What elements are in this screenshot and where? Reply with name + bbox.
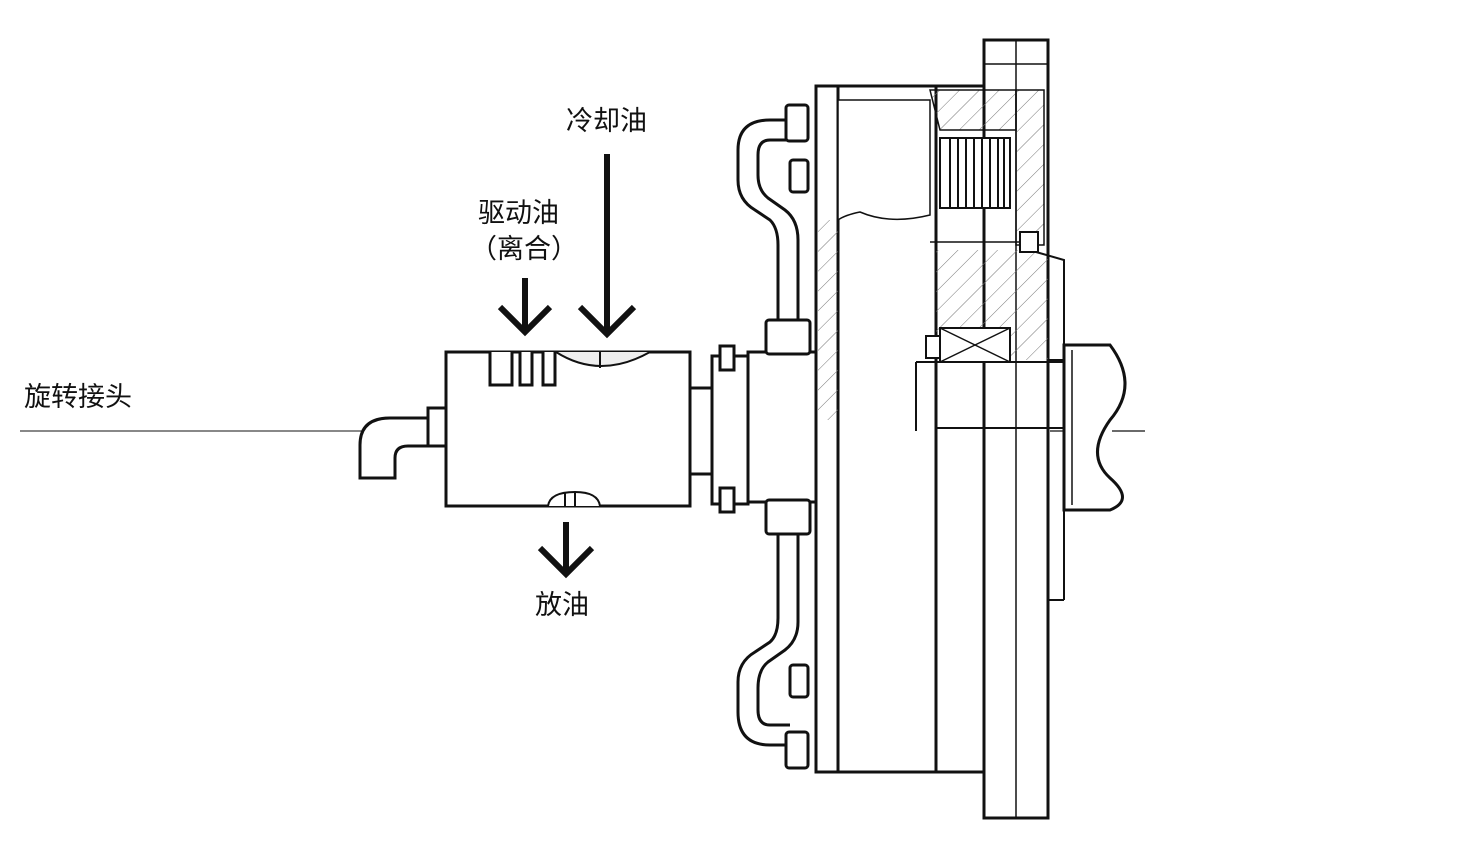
lower-oil-pipe: [736, 530, 800, 747]
upper-cross-section: [818, 89, 1065, 431]
drain-oil-arrow: [537, 522, 595, 579]
pipe-fittings: [764, 103, 812, 770]
swivel-joint-label: 旋转接头: [24, 382, 132, 413]
upper-oil-pipe: [736, 118, 800, 330]
cooling-oil-label: 冷却油: [566, 106, 647, 137]
output-shaft: [1062, 343, 1127, 512]
drive-oil-label: 驱动油: [478, 198, 559, 229]
drive-oil-clutch-label: （离合）: [470, 234, 578, 265]
drain-oil-label: 放油: [535, 590, 589, 621]
drive-oil-arrow: [497, 278, 553, 337]
cooling-oil-arrow: [577, 154, 637, 339]
connecting-shaft: [688, 344, 818, 514]
swivel-elbow-pipe: [358, 406, 448, 480]
swivel-joint-body: [444, 350, 692, 508]
